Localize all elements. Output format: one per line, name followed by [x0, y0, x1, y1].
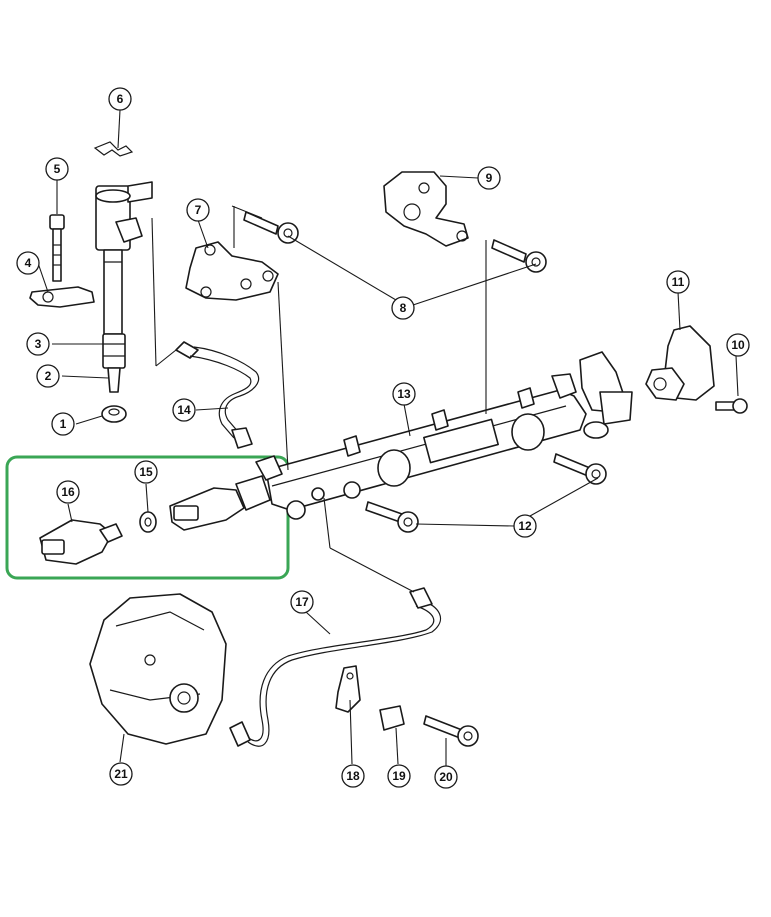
callout-circle	[108, 87, 132, 111]
callout-circle	[477, 166, 501, 190]
callout-4: 4	[16, 251, 40, 275]
callout-10: 10	[726, 333, 750, 357]
callout-15: 15	[134, 460, 158, 484]
part-bolt-8b	[491, 239, 547, 273]
part-bolt-10	[715, 398, 748, 414]
part-sensor-16	[39, 519, 123, 565]
part-valve-11	[645, 325, 715, 401]
part-block-19	[379, 705, 405, 731]
part-pump-21	[89, 593, 227, 745]
part-fuel-line-17	[229, 587, 442, 747]
part-clip	[93, 141, 134, 157]
part-bolt-12a	[553, 453, 607, 485]
part-bolt-20	[423, 715, 479, 747]
callout-9: 9	[477, 166, 501, 190]
callout-number: 20	[439, 770, 453, 784]
callout-circle	[56, 480, 80, 504]
callout-circle	[186, 198, 210, 222]
callout-circle	[666, 270, 690, 294]
callout-circle	[16, 251, 40, 275]
callout-number: 13	[397, 387, 411, 401]
callout-7: 7	[186, 198, 210, 222]
part-bracket-7	[185, 241, 279, 301]
part-washer-15	[139, 511, 157, 533]
part-sensor-on-rail	[169, 455, 283, 531]
callout-20: 20	[434, 765, 458, 789]
callout-circle	[513, 514, 537, 538]
callout-number: 4	[25, 256, 32, 270]
callout-circle	[387, 764, 411, 788]
callout-number: 7	[195, 203, 202, 217]
callout-number: 8	[400, 301, 407, 315]
callout-2: 2	[36, 364, 60, 388]
callout-8: 8	[391, 296, 415, 320]
part-bracket-9	[383, 171, 469, 247]
callout-5: 5	[45, 157, 69, 181]
callout-3: 3	[26, 332, 50, 356]
callout-12: 12	[513, 514, 537, 538]
callout-circle	[391, 296, 415, 320]
callout-circle	[36, 364, 60, 388]
callout-circle	[290, 590, 314, 614]
callout-11: 11	[666, 270, 690, 294]
callout-number: 10	[731, 338, 745, 352]
callout-14: 14	[172, 398, 196, 422]
callout-circle	[726, 333, 750, 357]
callout-16: 16	[56, 480, 80, 504]
callout-number: 3	[35, 337, 42, 351]
callout-number: 1	[60, 417, 67, 431]
callout-circle	[172, 398, 196, 422]
callout-number: 16	[61, 485, 75, 499]
callout-number: 14	[177, 403, 191, 417]
part-bolt-8a	[243, 211, 299, 244]
callout-number: 17	[295, 595, 309, 609]
callout-circle	[109, 762, 133, 786]
callout-number: 18	[346, 769, 360, 783]
callout-circle	[341, 764, 365, 788]
part-washer-1	[101, 405, 127, 423]
callout-number: 2	[45, 369, 52, 383]
callout-number: 9	[486, 171, 493, 185]
part-bolt-5	[49, 214, 65, 282]
callout-circle	[434, 765, 458, 789]
callout-circle	[26, 332, 50, 356]
callout-number: 15	[139, 465, 153, 479]
part-fuel-line-14	[175, 341, 260, 449]
callout-6: 6	[108, 87, 132, 111]
part-bolt-12b	[365, 501, 419, 533]
part-fuel-rail-13	[265, 351, 633, 520]
callout-21: 21	[109, 762, 133, 786]
callout-circle	[134, 460, 158, 484]
callout-number: 6	[117, 92, 124, 106]
callout-number: 19	[392, 769, 406, 783]
callout-19: 19	[387, 764, 411, 788]
callout-number: 11	[672, 275, 685, 289]
callout-18: 18	[341, 764, 365, 788]
highlight-box	[5, 455, 290, 580]
callout-number: 5	[54, 162, 61, 176]
callout-circle	[51, 412, 75, 436]
callout-number: 21	[114, 767, 128, 781]
callout-17: 17	[290, 590, 314, 614]
callout-number: 12	[518, 519, 532, 533]
callout-circle	[45, 157, 69, 181]
callout-13: 13	[392, 382, 416, 406]
part-clip-18	[335, 665, 361, 713]
part-injector	[95, 181, 153, 393]
leader-lines	[37, 109, 739, 766]
callout-circle	[392, 382, 416, 406]
callout-1: 1	[51, 412, 75, 436]
part-clamp	[29, 286, 95, 308]
